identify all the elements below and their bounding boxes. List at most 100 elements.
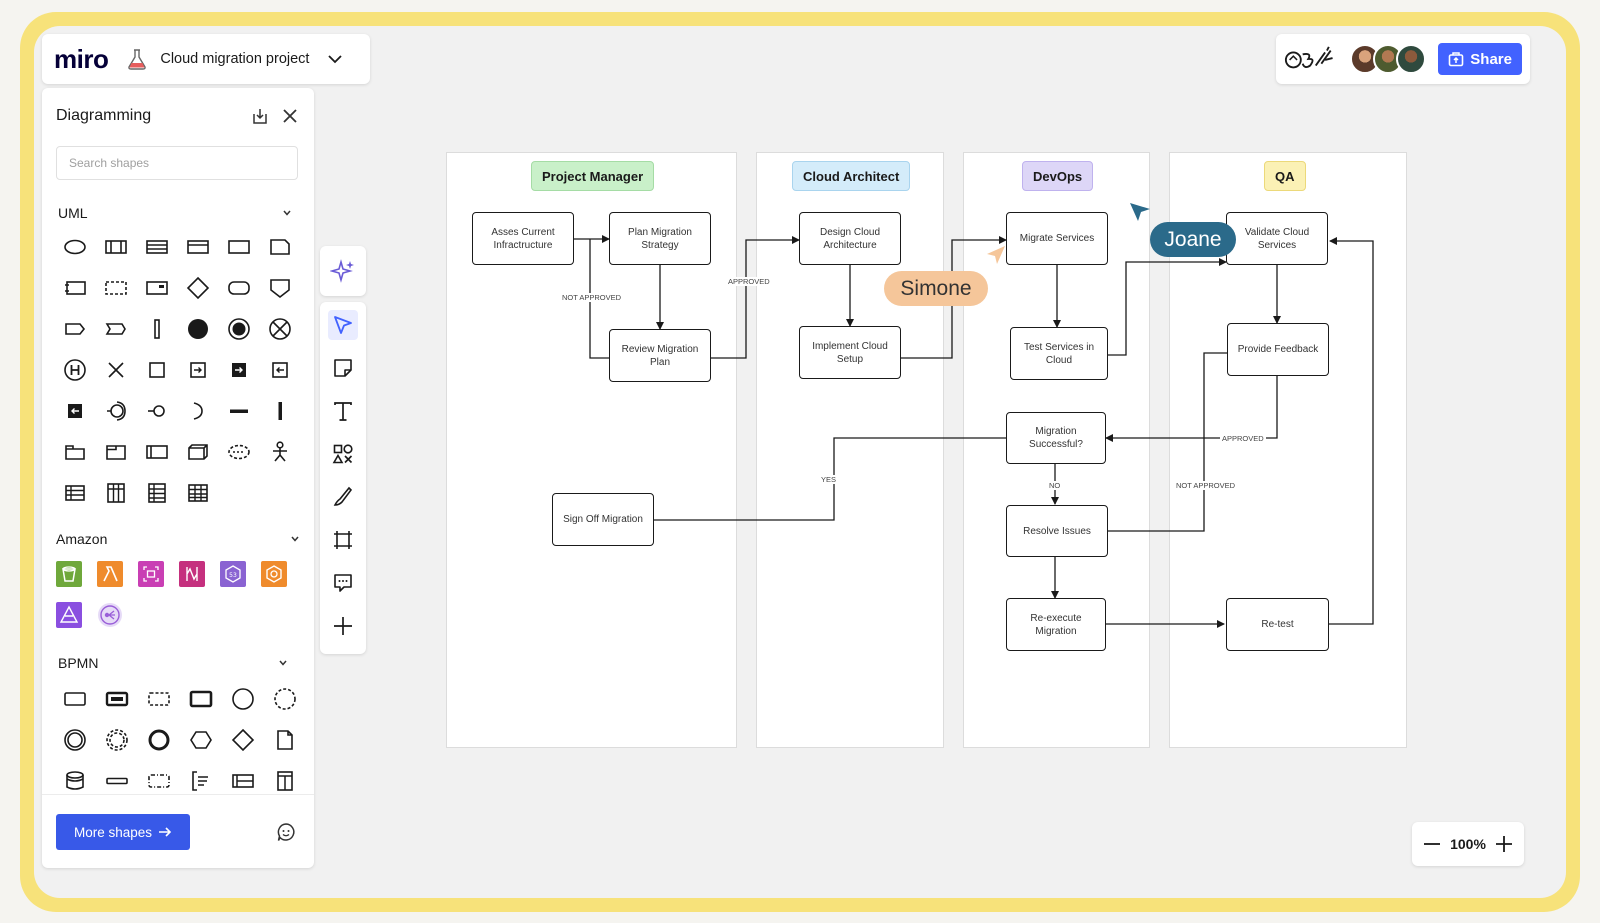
port-in-icon[interactable] xyxy=(177,349,218,390)
node-review-migration-plan[interactable]: Review Migration Plan xyxy=(609,329,711,382)
aws-lambda-icon[interactable] xyxy=(89,553,130,594)
group-shape-icon[interactable] xyxy=(138,760,179,801)
gateway-icon[interactable] xyxy=(222,719,263,760)
search-shapes-input[interactable] xyxy=(56,146,298,180)
folder-shape-icon[interactable] xyxy=(54,431,95,472)
lane-title-qa[interactable]: QA xyxy=(1264,161,1306,191)
interface-ball-icon[interactable] xyxy=(136,390,177,431)
frame-tool[interactable] xyxy=(328,525,358,555)
frame-box-shape-icon[interactable] xyxy=(136,431,177,472)
section-label-bpmn[interactable]: BPMN xyxy=(58,655,99,671)
message-bar-icon[interactable] xyxy=(96,760,137,801)
aws-ecs-icon[interactable] xyxy=(253,553,294,594)
add-tool[interactable] xyxy=(328,611,358,641)
zoom-level[interactable]: 100% xyxy=(1450,836,1486,852)
intermediate-noninterrupting-icon[interactable] xyxy=(96,719,137,760)
ellipse-shape-icon[interactable] xyxy=(54,226,95,267)
comment-tool[interactable] xyxy=(328,568,358,598)
section-label-uml[interactable]: UML xyxy=(58,205,88,221)
node-migration-successful[interactable]: Migration Successful? xyxy=(1006,412,1106,464)
node-reexecute-migration[interactable]: Re-execute Migration xyxy=(1006,598,1106,651)
section-label-amazon[interactable]: Amazon xyxy=(56,531,108,547)
chevron-down-icon[interactable] xyxy=(327,51,343,67)
lane-horizontal-icon[interactable] xyxy=(222,760,263,801)
aws-sns-icon[interactable] xyxy=(89,594,130,635)
square-shape-icon[interactable] xyxy=(136,349,177,390)
node-retest[interactable]: Re-test xyxy=(1226,598,1329,651)
signal-shape-icon[interactable] xyxy=(95,308,136,349)
node-assess-infrastructure[interactable]: Asses Current Infractructure xyxy=(472,212,574,265)
table-full-icon[interactable] xyxy=(177,472,218,513)
table-grid-icon[interactable] xyxy=(136,472,177,513)
project-name[interactable]: Cloud migration project xyxy=(160,51,310,67)
ai-sparkle-icon[interactable] xyxy=(330,258,356,284)
text-tool[interactable] xyxy=(328,396,358,426)
port-back-filled-icon[interactable] xyxy=(54,390,95,431)
call-activity-icon[interactable] xyxy=(96,678,137,719)
table-rows-icon[interactable] xyxy=(54,472,95,513)
chevron-down-icon[interactable] xyxy=(282,208,292,218)
actor-shape-icon[interactable] xyxy=(259,431,300,472)
history-node-icon[interactable] xyxy=(54,349,95,390)
aws-vpc-icon[interactable]: 53 xyxy=(212,553,253,594)
tab-shape-icon[interactable] xyxy=(95,431,136,472)
intermediate-event-icon[interactable] xyxy=(54,719,95,760)
lane-vertical-icon[interactable] xyxy=(264,760,305,801)
sticky-note-tool[interactable] xyxy=(328,353,358,383)
chevron-down-icon[interactable] xyxy=(290,534,300,544)
use-case-shape-icon[interactable] xyxy=(218,431,259,472)
shapes-tool[interactable] xyxy=(328,439,358,469)
zoom-in-icon[interactable] xyxy=(1494,834,1514,854)
task-shape-icon[interactable] xyxy=(54,678,95,719)
event-subprocess-icon[interactable] xyxy=(138,678,179,719)
aws-api-gateway-icon[interactable] xyxy=(130,553,171,594)
port-out-icon[interactable] xyxy=(259,349,300,390)
rounded-rectangle-icon[interactable] xyxy=(218,267,259,308)
lane-title-cloud-architect[interactable]: Cloud Architect xyxy=(792,161,911,191)
data-object-icon[interactable] xyxy=(264,719,305,760)
dashed-rectangle-icon[interactable] xyxy=(95,267,136,308)
aws-s3-bucket-icon[interactable] xyxy=(48,553,89,594)
node-plan-migration-strategy[interactable]: Plan Migration Strategy xyxy=(609,212,711,265)
node-sign-off-migration[interactable]: Sign Off Migration xyxy=(552,493,654,546)
node-migrate-services[interactable]: Migrate Services xyxy=(1006,212,1108,265)
share-button[interactable]: Share xyxy=(1438,43,1522,75)
start-event-icon[interactable] xyxy=(222,678,263,719)
transaction-icon[interactable] xyxy=(180,678,221,719)
node-implement-cloud-setup[interactable]: Implement Cloud Setup xyxy=(799,326,901,379)
hexagon-shape-icon[interactable] xyxy=(180,719,221,760)
miro-board[interactable]: Project Manager Cloud Architect DevOps Q… xyxy=(34,26,1566,898)
horizontal-bar-icon[interactable] xyxy=(218,390,259,431)
node-3d-shape-icon[interactable] xyxy=(177,431,218,472)
shield-shape-icon[interactable] xyxy=(259,267,300,308)
annotation-shape-icon[interactable] xyxy=(180,760,221,801)
flask-icon[interactable] xyxy=(126,48,148,70)
note-shape-icon[interactable] xyxy=(259,226,300,267)
component-shape-icon[interactable] xyxy=(54,267,95,308)
close-icon[interactable] xyxy=(280,106,300,126)
avatar[interactable] xyxy=(1396,44,1427,74)
lane-title-devops[interactable]: DevOps xyxy=(1022,161,1094,191)
collaborator-avatars[interactable] xyxy=(1350,44,1427,74)
node-provide-feedback[interactable]: Provide Feedback xyxy=(1227,323,1329,376)
node-design-cloud-architecture[interactable]: Design Cloud Architecture xyxy=(799,212,901,265)
data-store-icon[interactable] xyxy=(54,760,95,801)
aws-sagemaker-icon[interactable] xyxy=(48,594,89,635)
cross-icon[interactable] xyxy=(95,349,136,390)
tag-shape-icon[interactable] xyxy=(54,308,95,349)
rectangle-shape-icon[interactable] xyxy=(218,226,259,267)
package-shape-icon[interactable] xyxy=(136,267,177,308)
chevron-down-icon[interactable] xyxy=(278,658,288,668)
pen-tool[interactable] xyxy=(328,482,358,512)
flow-final-icon[interactable] xyxy=(259,308,300,349)
provided-interface-icon[interactable] xyxy=(95,390,136,431)
more-shapes-button[interactable]: More shapes xyxy=(56,814,190,850)
list-shape-icon[interactable] xyxy=(136,226,177,267)
miro-logo[interactable]: miro xyxy=(54,43,109,74)
lifeline-shape-icon[interactable] xyxy=(136,308,177,349)
port-filled-icon[interactable] xyxy=(218,349,259,390)
diamond-shape-icon[interactable] xyxy=(177,267,218,308)
aws-step-functions-icon[interactable] xyxy=(171,553,212,594)
class-shape-icon[interactable] xyxy=(95,226,136,267)
select-tool[interactable] xyxy=(328,310,358,340)
